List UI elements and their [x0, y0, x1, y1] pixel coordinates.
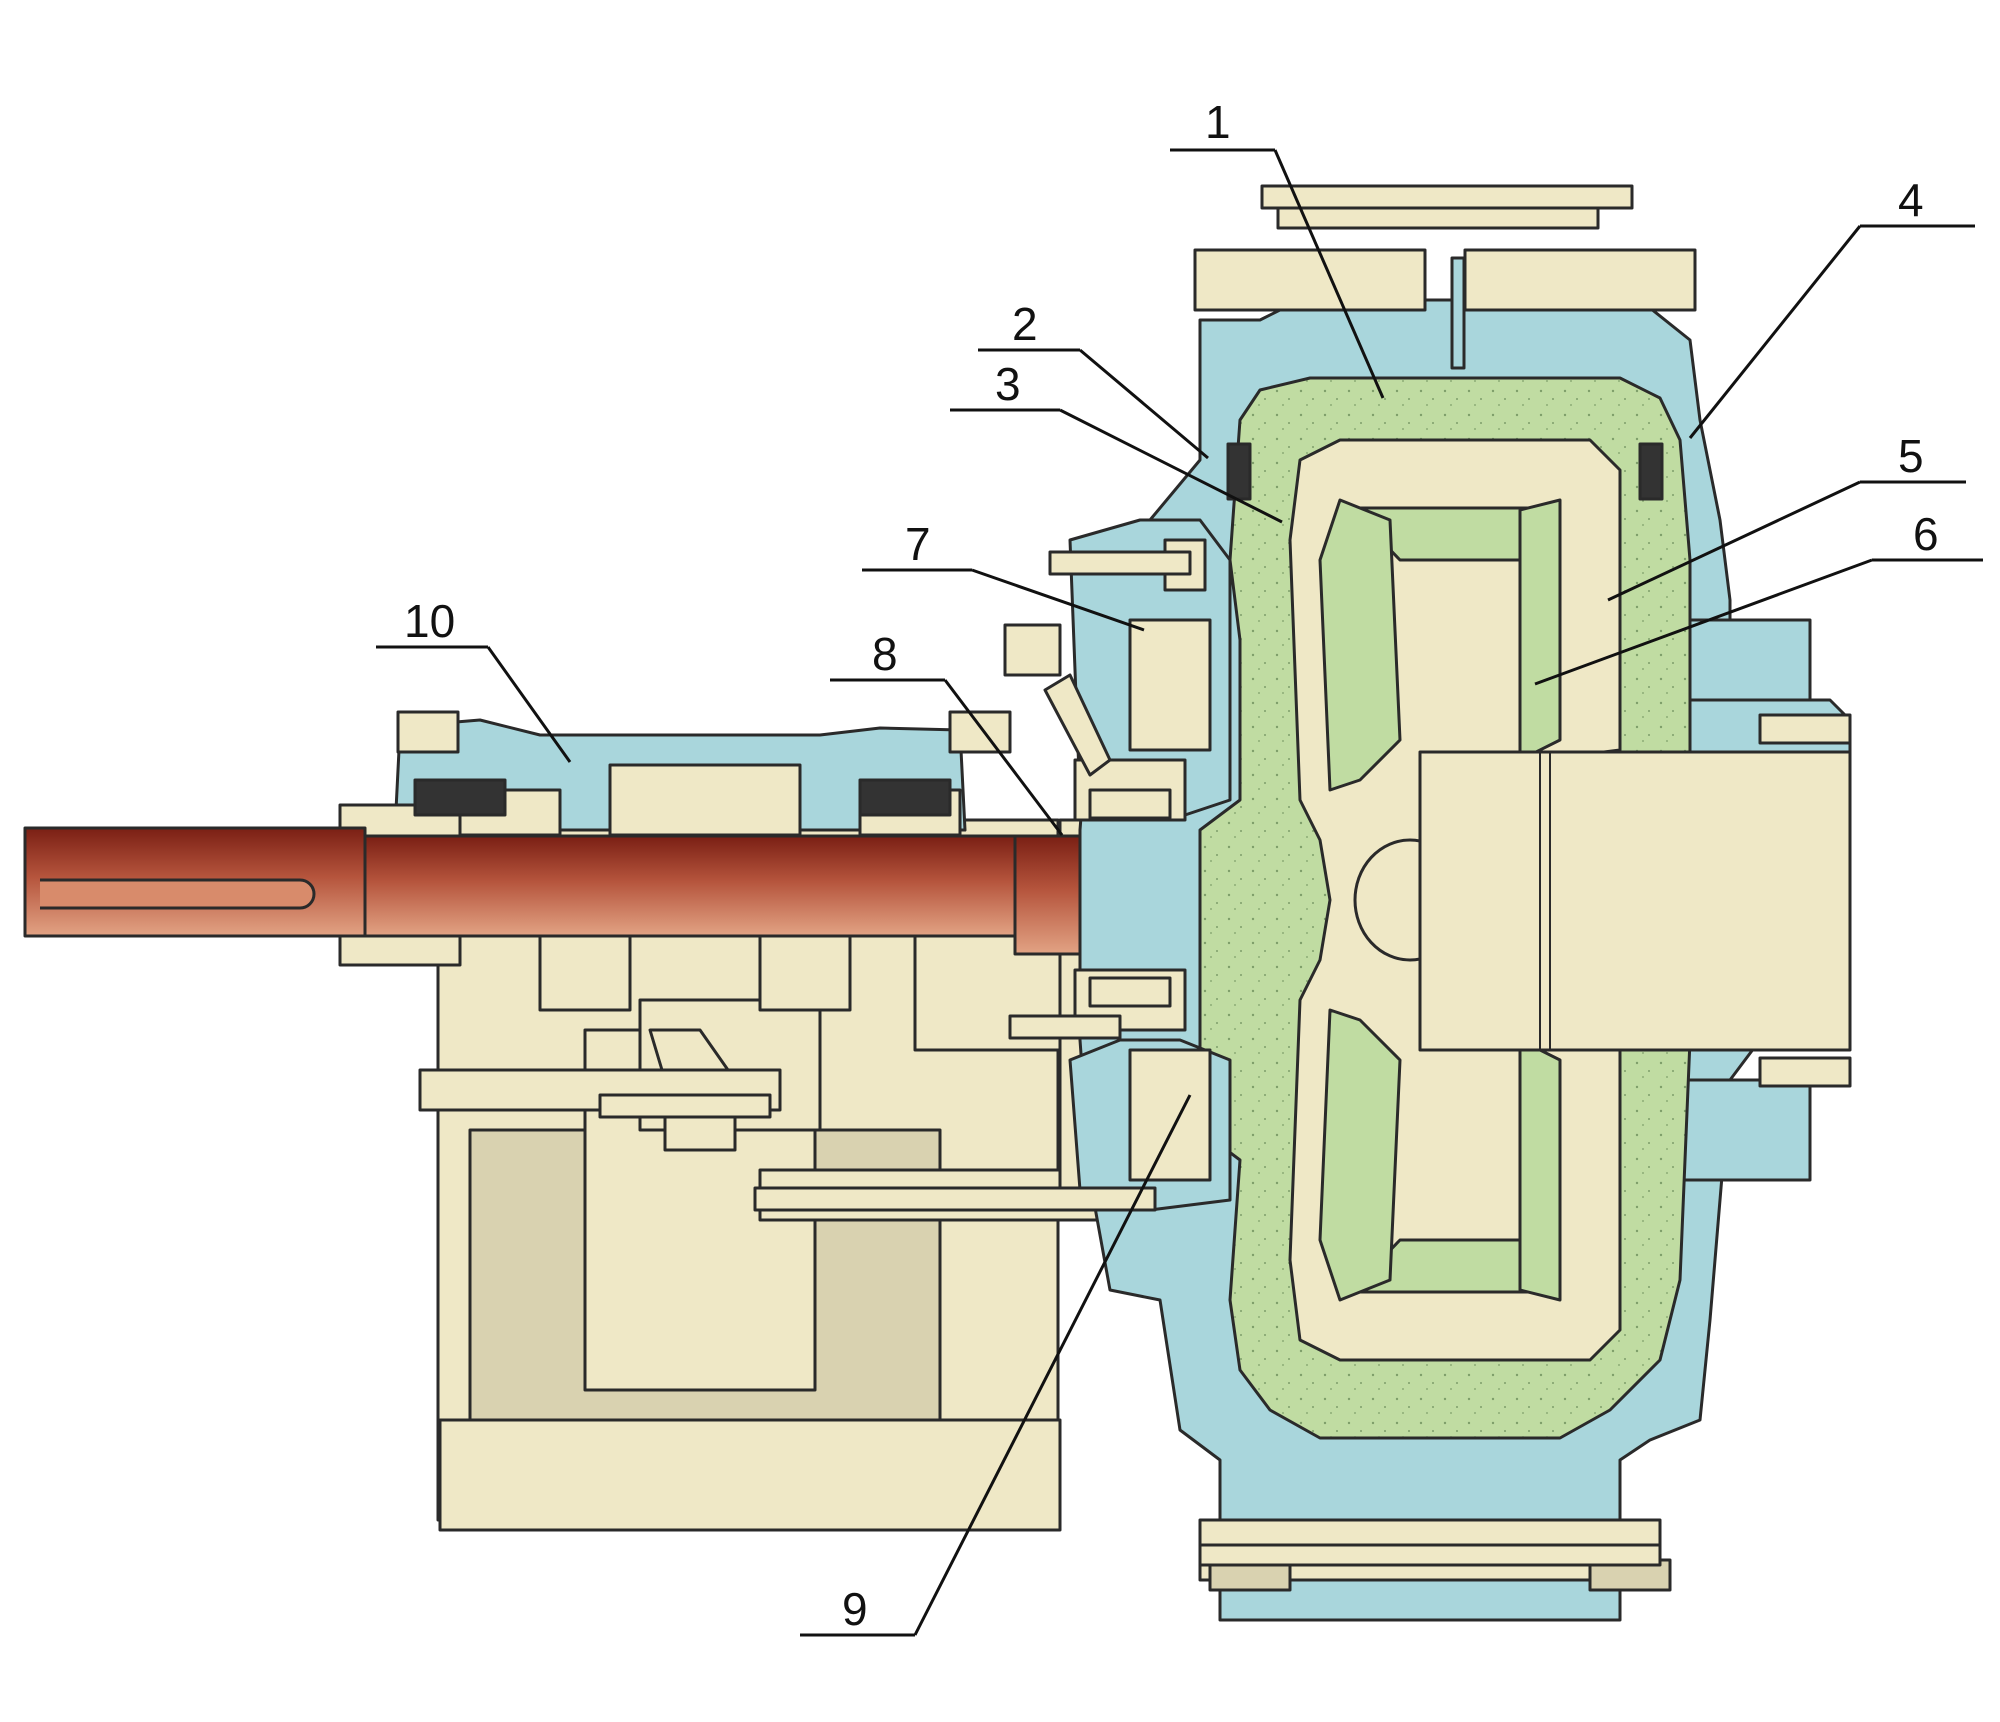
callout-8: 8 [830, 628, 1064, 836]
callout-5: 5 [1607, 430, 1966, 602]
callout-label-1: 1 [1205, 96, 1231, 148]
callout-9: 9 [800, 1094, 1192, 1637]
callout-7: 7 [862, 518, 1145, 632]
callout-label-8: 8 [872, 628, 898, 680]
callout-label-3: 3 [995, 358, 1021, 410]
callout-label-10: 10 [404, 595, 455, 647]
callout-3: 3 [950, 358, 1283, 524]
callout-4: 4 [1688, 174, 1975, 439]
callout-label-4: 4 [1898, 174, 1924, 226]
callout-2: 2 [978, 298, 1209, 460]
callout-label-7: 7 [905, 518, 931, 570]
bolts [598, 550, 1662, 1567]
seals [413, 442, 1664, 817]
suction-inlet [1418, 713, 1852, 1088]
callout-1: 1 [1170, 96, 1385, 399]
callout-6: 6 [1534, 508, 1983, 686]
callout-10: 10 [376, 595, 572, 763]
callout-label-6: 6 [1913, 508, 1939, 560]
callout-label-5: 5 [1898, 430, 1924, 482]
callout-label-9: 9 [842, 1583, 868, 1635]
callout-label-2: 2 [1012, 298, 1038, 350]
stuffing-box [1003, 518, 1232, 1212]
